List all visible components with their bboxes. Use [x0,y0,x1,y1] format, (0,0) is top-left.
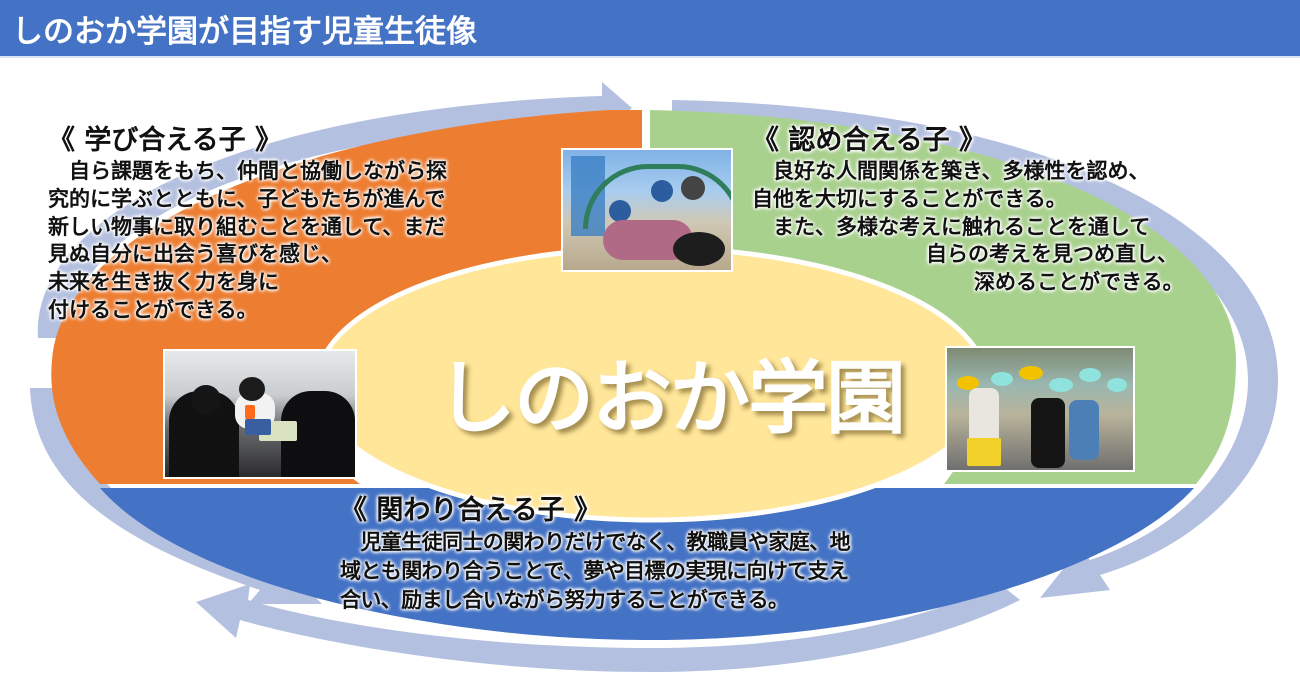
section-relate-line: 域とも関わり合うことで、夢や目標の実現に向けて支え [340,559,849,583]
section-accept: 《 認め合える子 》 良好な人間関係を築き、多様性を認め、 自他を大切にすること… [752,124,1184,297]
section-learn-line: 究的に学ぶとともに、子どもたちが進んで [48,186,446,211]
section-relate-heading: 《 関わり合える子 》 [340,495,601,526]
header-bar: しのおか学園が目指す児童生徒像 [0,0,1300,58]
photo-classroom [163,349,357,479]
section-learn-heading: 《 学び合える子 》 [48,125,282,156]
section-accept-line: 良好な人間関係を築き、多様性を認め、 [752,159,1150,183]
section-relate: 《 関わり合える子 》 児童生徒同士の関わりだけでなく、教職員や家庭、地 域とも… [340,494,851,615]
section-accept-line: 自らの考えを見つめ直し、 [926,242,1178,267]
arrow-top-left [37,82,632,338]
section-accept-line: 自他を大切にすることができる。 [752,186,1067,211]
section-learn-line: 新しい物事に取り組むことを通して、まだ [48,214,446,239]
section-learn: 《 学び合える子 》 自ら課題をもち、仲間と協働しながら探 究的に学ぶとともに、… [48,124,447,325]
section-learn-line: 見ぬ自分に出会う喜びを感じ、 [48,242,342,267]
photo-playground [561,148,733,272]
section-learn-line: 付けることができる。 [48,297,258,322]
section-accept-line: 深めることができる。 [974,270,1184,295]
segment-relate [100,488,1194,640]
section-accept-heading: 《 認め合える子 》 [752,125,986,156]
section-learn-line: 自ら課題をもち、仲間と協働しながら探 [48,159,447,183]
page-title: しのおか学園が目指す児童生徒像 [12,14,477,50]
section-accept-line: また、多様な考えに触れることを通して [752,214,1151,239]
section-relate-line: 児童生徒同士の関わりだけでなく、教職員や家庭、地 [340,530,850,554]
section-learn-line: 未来を生き抜く力を身に [48,270,279,295]
section-relate-line: 合い、励まし合いながら努力することができる。 [340,588,789,612]
arrow-bottom [196,584,1020,672]
center-title: しのおか学園 [436,352,906,445]
photo-field [945,346,1135,472]
